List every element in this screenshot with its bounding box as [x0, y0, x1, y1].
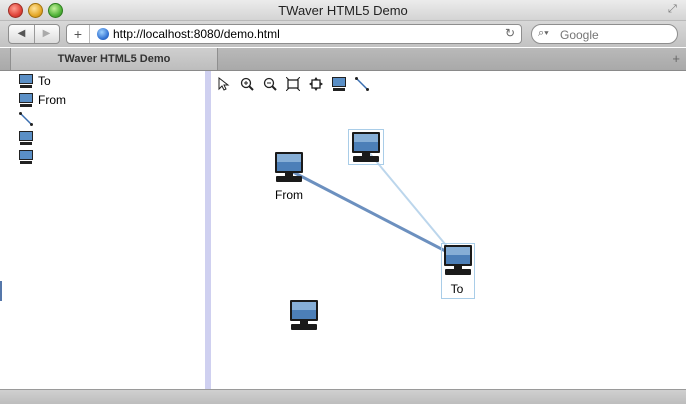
- status-bar: [0, 389, 686, 404]
- tab-twaver-demo[interactable]: TWaver HTML5 Demo: [10, 48, 218, 70]
- edge-marker: [0, 281, 2, 301]
- globe-icon: [97, 28, 109, 40]
- node-label: From: [275, 188, 303, 202]
- link-layer: [290, 148, 456, 258]
- computer-icon: [19, 93, 33, 107]
- window-titlebar: TWaver HTML5 Demo ⤢: [0, 0, 686, 21]
- link-icon: [19, 112, 33, 126]
- create-link-icon[interactable]: [354, 76, 370, 92]
- add-bookmark-button[interactable]: +: [67, 25, 90, 43]
- zoom-overview-icon[interactable]: [308, 76, 324, 92]
- node-computer[interactable]: [288, 299, 320, 334]
- window-title: TWaver HTML5 Demo: [278, 3, 408, 18]
- computer-icon: [290, 300, 318, 330]
- element-tree: To From: [0, 71, 205, 389]
- network-canvas[interactable]: From To: [211, 71, 686, 389]
- url-text[interactable]: http://localhost:8080/demo.html: [113, 27, 280, 41]
- tree-item-label: From: [38, 93, 66, 107]
- search-input[interactable]: [558, 26, 672, 43]
- address-bar[interactable]: + http://localhost:8080/demo.html ↻: [66, 24, 522, 44]
- search-icon[interactable]: ⌕▾: [538, 27, 549, 39]
- node-computer[interactable]: [350, 131, 382, 166]
- selection-frame: [348, 129, 384, 165]
- fullscreen-icon[interactable]: ⤢: [668, 3, 677, 15]
- zoom-window-button[interactable]: [48, 3, 63, 18]
- tree-item-node[interactable]: [18, 148, 34, 166]
- search-box[interactable]: ⌕▾: [531, 24, 678, 44]
- browser-toolbar: ◀ ▶ + http://localhost:8080/demo.html ↻ …: [0, 21, 686, 47]
- tree-item-label: To: [38, 74, 51, 88]
- new-tab-button[interactable]: +: [672, 51, 680, 66]
- forward-button[interactable]: ▶: [42, 28, 51, 39]
- selection-frame: [441, 243, 475, 299]
- node-label: To: [450, 282, 464, 296]
- node-from[interactable]: [273, 151, 305, 186]
- create-node-icon[interactable]: [331, 76, 347, 92]
- computer-icon: [352, 132, 380, 162]
- tree-item-from[interactable]: From: [18, 91, 66, 109]
- computer-icon: [19, 74, 33, 88]
- computer-icon: [19, 150, 33, 164]
- tree-item-node[interactable]: [18, 129, 34, 147]
- page-content: To From: [0, 71, 686, 389]
- canvas-toolbar: [216, 76, 377, 92]
- select-icon[interactable]: [216, 76, 232, 92]
- minimize-window-button[interactable]: [28, 3, 43, 18]
- zoom-reset-icon[interactable]: [285, 76, 301, 92]
- link-from-to[interactable]: [290, 169, 456, 258]
- tree-item-to[interactable]: To: [18, 72, 51, 90]
- zoom-out-icon[interactable]: [262, 76, 278, 92]
- split-pane-divider[interactable]: [205, 71, 211, 389]
- close-window-button[interactable]: [8, 3, 23, 18]
- node-to[interactable]: [442, 244, 474, 279]
- tree-item-link[interactable]: [18, 110, 34, 128]
- computer-icon: [19, 131, 33, 145]
- zoom-in-icon[interactable]: [239, 76, 255, 92]
- back-button[interactable]: ◀: [9, 25, 35, 43]
- computer-icon: [444, 245, 472, 275]
- tab-bar: TWaver HTML5 Demo +: [0, 48, 686, 71]
- nav-buttons: ◀ ▶: [8, 24, 60, 44]
- link-n3-to[interactable]: [365, 148, 456, 257]
- computer-icon: [275, 152, 303, 182]
- reload-icon[interactable]: ↻: [504, 26, 515, 40]
